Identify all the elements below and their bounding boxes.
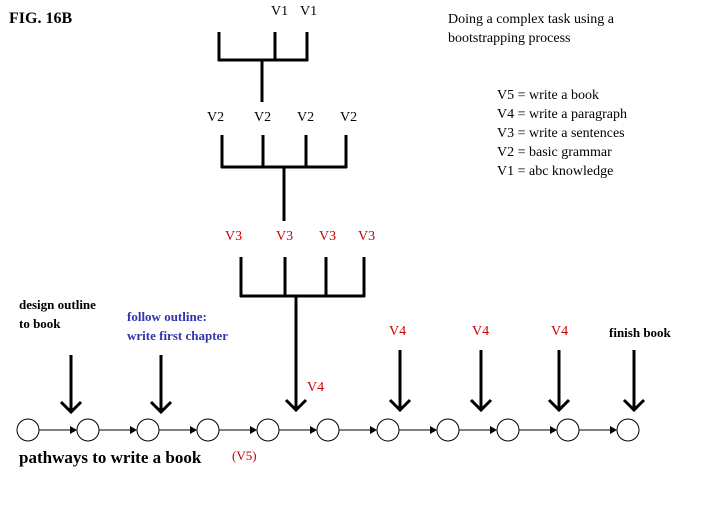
follow-outline-label-2: write first chapter (127, 328, 229, 343)
pathway-node (436, 418, 460, 442)
step-arrow-head (149, 400, 173, 415)
description-line-1: Doing a complex task using a (448, 12, 615, 27)
pathway-arrowhead (370, 426, 377, 434)
v3-label: V3 (276, 229, 294, 244)
pathway-node (76, 418, 100, 442)
pathway-chain (16, 418, 640, 442)
design-outline-label-2: to book (19, 316, 61, 331)
pathway-node (616, 418, 640, 442)
pathway-arrowhead (550, 426, 557, 434)
pathway-node (256, 418, 280, 442)
v1-label: V1 (271, 4, 289, 19)
v1-label: V1 (300, 4, 318, 19)
v3-label: V3 (358, 229, 376, 244)
v3-label: V3 (319, 229, 337, 244)
pathway-node (316, 418, 340, 442)
pathway-arrowhead (190, 426, 197, 434)
v2-label: V2 (340, 110, 358, 125)
v2-label: V2 (207, 110, 225, 125)
pathway-node (136, 418, 160, 442)
pathway-arrowhead (70, 426, 77, 434)
pathway-node (496, 418, 520, 442)
legend-item-v1: V1 = abc knowledge (497, 164, 614, 179)
pathway-label: pathways to write a book (19, 448, 202, 467)
pathway-arrowhead (610, 426, 617, 434)
follow-outline-label-1: follow outline: (127, 309, 207, 324)
finish-book-label: finish book (609, 325, 671, 340)
pathway-node (556, 418, 580, 442)
legend-item-v2: V2 = basic grammar (497, 145, 612, 160)
pathway-node (16, 418, 40, 442)
v4-label: V4 (389, 324, 407, 339)
figure-label: FIG. 16B (9, 10, 73, 27)
v2-label: V2 (297, 110, 315, 125)
legend-item-v4: V4 = write a paragraph (497, 107, 627, 122)
v4-label: V4 (307, 380, 325, 395)
pathway-v5-tag: (V5) (232, 448, 257, 463)
description-line-2: bootstrapping process (448, 31, 571, 46)
pathway-node (376, 418, 400, 442)
pathway-arrowhead (130, 426, 137, 434)
step-arrow-head (469, 398, 493, 413)
step-arrow-head (59, 400, 83, 415)
legend-item-v5: V5 = write a book (497, 88, 599, 103)
design-outline-label-1: design outline (19, 297, 96, 312)
v4-label: V4 (551, 324, 569, 339)
pathway-arrowhead (490, 426, 497, 434)
pathway-node (196, 418, 220, 442)
pathway-arrowhead (430, 426, 437, 434)
legend-item-v3: V3 = write a sentences (497, 126, 625, 141)
v4-label: V4 (472, 324, 490, 339)
pathway-arrowhead (250, 426, 257, 434)
step-arrows (59, 350, 646, 415)
step-arrow-head (622, 398, 646, 413)
v3-stem-arrow-head (284, 398, 308, 413)
pathway-arrowhead (310, 426, 317, 434)
hierarchy-tree (217, 32, 366, 408)
v2-label: V2 (254, 110, 272, 125)
step-arrow-head (388, 398, 412, 413)
step-arrow-head (547, 398, 571, 413)
v3-label: V3 (225, 229, 243, 244)
